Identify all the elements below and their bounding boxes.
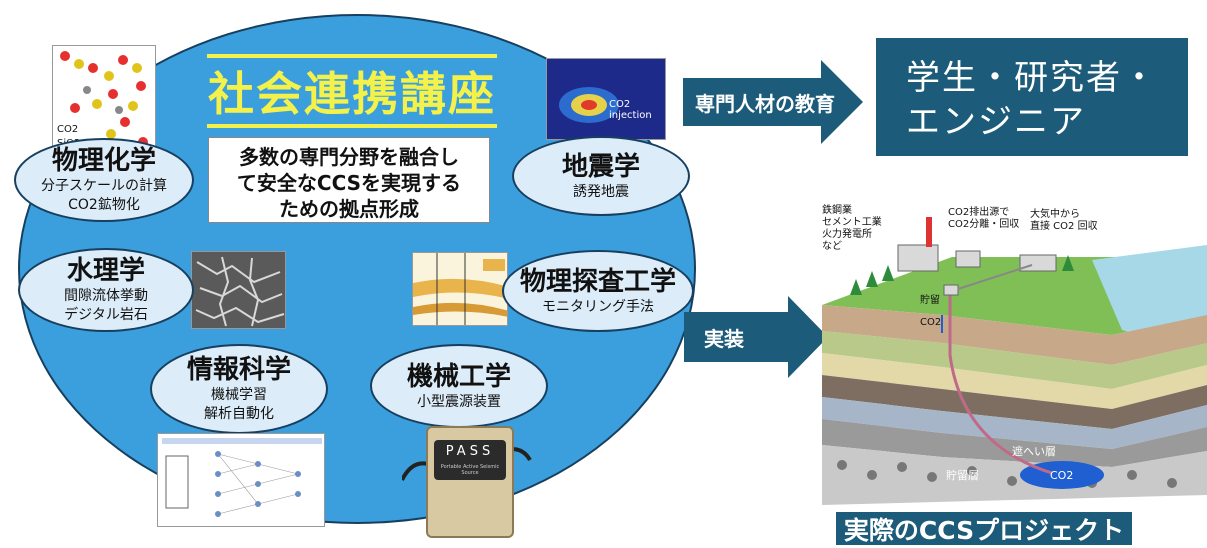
field-physical-chemistry: 物理化学 分子スケールの計算 CO2鉱物化 bbox=[14, 138, 194, 222]
pass-subtitle: Portable Active Seismic Source bbox=[440, 464, 500, 476]
ccs-label-sources-4: など bbox=[822, 241, 842, 252]
well-section-image bbox=[412, 252, 508, 326]
field-hydrology: 水理学 間隙流体挙動 デジタル岩石 bbox=[18, 248, 194, 332]
field-name: 地震学 bbox=[561, 151, 640, 182]
field-name: 物理探査工学 bbox=[519, 266, 676, 297]
ccs-caption: 実際のCCSプロジェクト bbox=[836, 512, 1132, 545]
ccs-label-sources-3: 火力発電所 bbox=[822, 229, 872, 240]
ccs-label-sources-2: セメント工業 bbox=[822, 217, 882, 228]
neural-network-image bbox=[157, 433, 325, 527]
co2-label: CO2 bbox=[57, 124, 79, 135]
co2-injection-label: CO2 injection bbox=[609, 99, 652, 121]
field-desc: 機械学習 bbox=[211, 387, 267, 403]
seismic-plot-image: CO2 injection bbox=[546, 58, 666, 140]
ccs-label-capture-1: CO2排出源で bbox=[948, 207, 1010, 218]
pass-device-image: PASS Portable Active Seismic Source bbox=[400, 420, 532, 544]
ccs-label-sources-1: 鉄鋼業 bbox=[822, 205, 852, 216]
education-arrow: 専門人材の教育 bbox=[683, 60, 863, 144]
result-box: 学生・研究者・ エンジニア bbox=[876, 38, 1188, 156]
field-name: 物理化学 bbox=[51, 146, 156, 176]
field-desc: 誘発地震 bbox=[573, 183, 629, 200]
field-desc: 解析自動化 bbox=[204, 406, 274, 422]
ccs-label-caprock: 遮へい層 bbox=[1012, 445, 1056, 458]
mission-statement: 多数の専門分野を融合し て安全なCCSを実現する ための拠点形成 bbox=[208, 137, 490, 223]
ccs-label-storage: 貯留 bbox=[920, 295, 940, 306]
digital-rock-image bbox=[191, 251, 286, 329]
molecular-model-image: CO2 SiO2 bbox=[52, 45, 156, 155]
education-arrow-label: 専門人材の教育 bbox=[695, 91, 835, 116]
field-desc: デジタル岩石 bbox=[64, 307, 148, 323]
consortium-title: 社会連携講座 bbox=[207, 54, 497, 128]
field-name: 機械工学 bbox=[406, 361, 511, 392]
ccs-label-co2-plume: CO2 bbox=[1050, 469, 1074, 482]
ccs-label-dac-2: 直接 CO2 回収 bbox=[1030, 221, 1098, 232]
field-mechanical-engineering: 機械工学 小型震源装置 bbox=[370, 344, 548, 428]
ccs-block-diagram: 鉄鋼業 セメント工業 火力発電所 など CO2排出源で CO2分離・回収 大気中… bbox=[822, 205, 1207, 510]
field-geophysical-exploration: 物理探査工学 モニタリング手法 bbox=[502, 250, 694, 332]
implementation-arrow-label: 実装 bbox=[704, 326, 744, 351]
field-desc: 分子スケールの計算 bbox=[41, 178, 167, 194]
implementation-arrow: 実装 bbox=[684, 296, 828, 378]
result-line-1: 学生・研究者・ bbox=[906, 58, 1158, 98]
pass-label: PASS bbox=[445, 444, 495, 459]
field-seismology: 地震学 誘発地震 bbox=[512, 136, 690, 216]
ccs-label-co2-arrow: CO2 bbox=[920, 317, 942, 328]
ccs-label-reservoir: 貯留層 bbox=[946, 469, 979, 482]
mission-line-2: て安全なCCSを実現する bbox=[236, 171, 462, 195]
field-informatics: 情報科学 機械学習 解析自動化 bbox=[150, 344, 328, 434]
mission-line-1: 多数の専門分野を融合し bbox=[239, 145, 459, 169]
mission-line-3: ための拠点形成 bbox=[279, 197, 419, 221]
result-line-2: エンジニア bbox=[906, 102, 1086, 142]
field-desc: モニタリング手法 bbox=[542, 298, 654, 315]
field-name: 情報科学 bbox=[186, 355, 291, 385]
ccs-label-capture-2: CO2分離・回収 bbox=[948, 219, 1020, 230]
ccs-label-dac-1: 大気中から bbox=[1030, 209, 1080, 220]
field-desc: CO2鉱物化 bbox=[68, 197, 140, 213]
field-desc: 小型震源装置 bbox=[417, 393, 501, 410]
field-desc: 間隙流体挙動 bbox=[64, 288, 148, 304]
field-name: 水理学 bbox=[66, 256, 145, 286]
